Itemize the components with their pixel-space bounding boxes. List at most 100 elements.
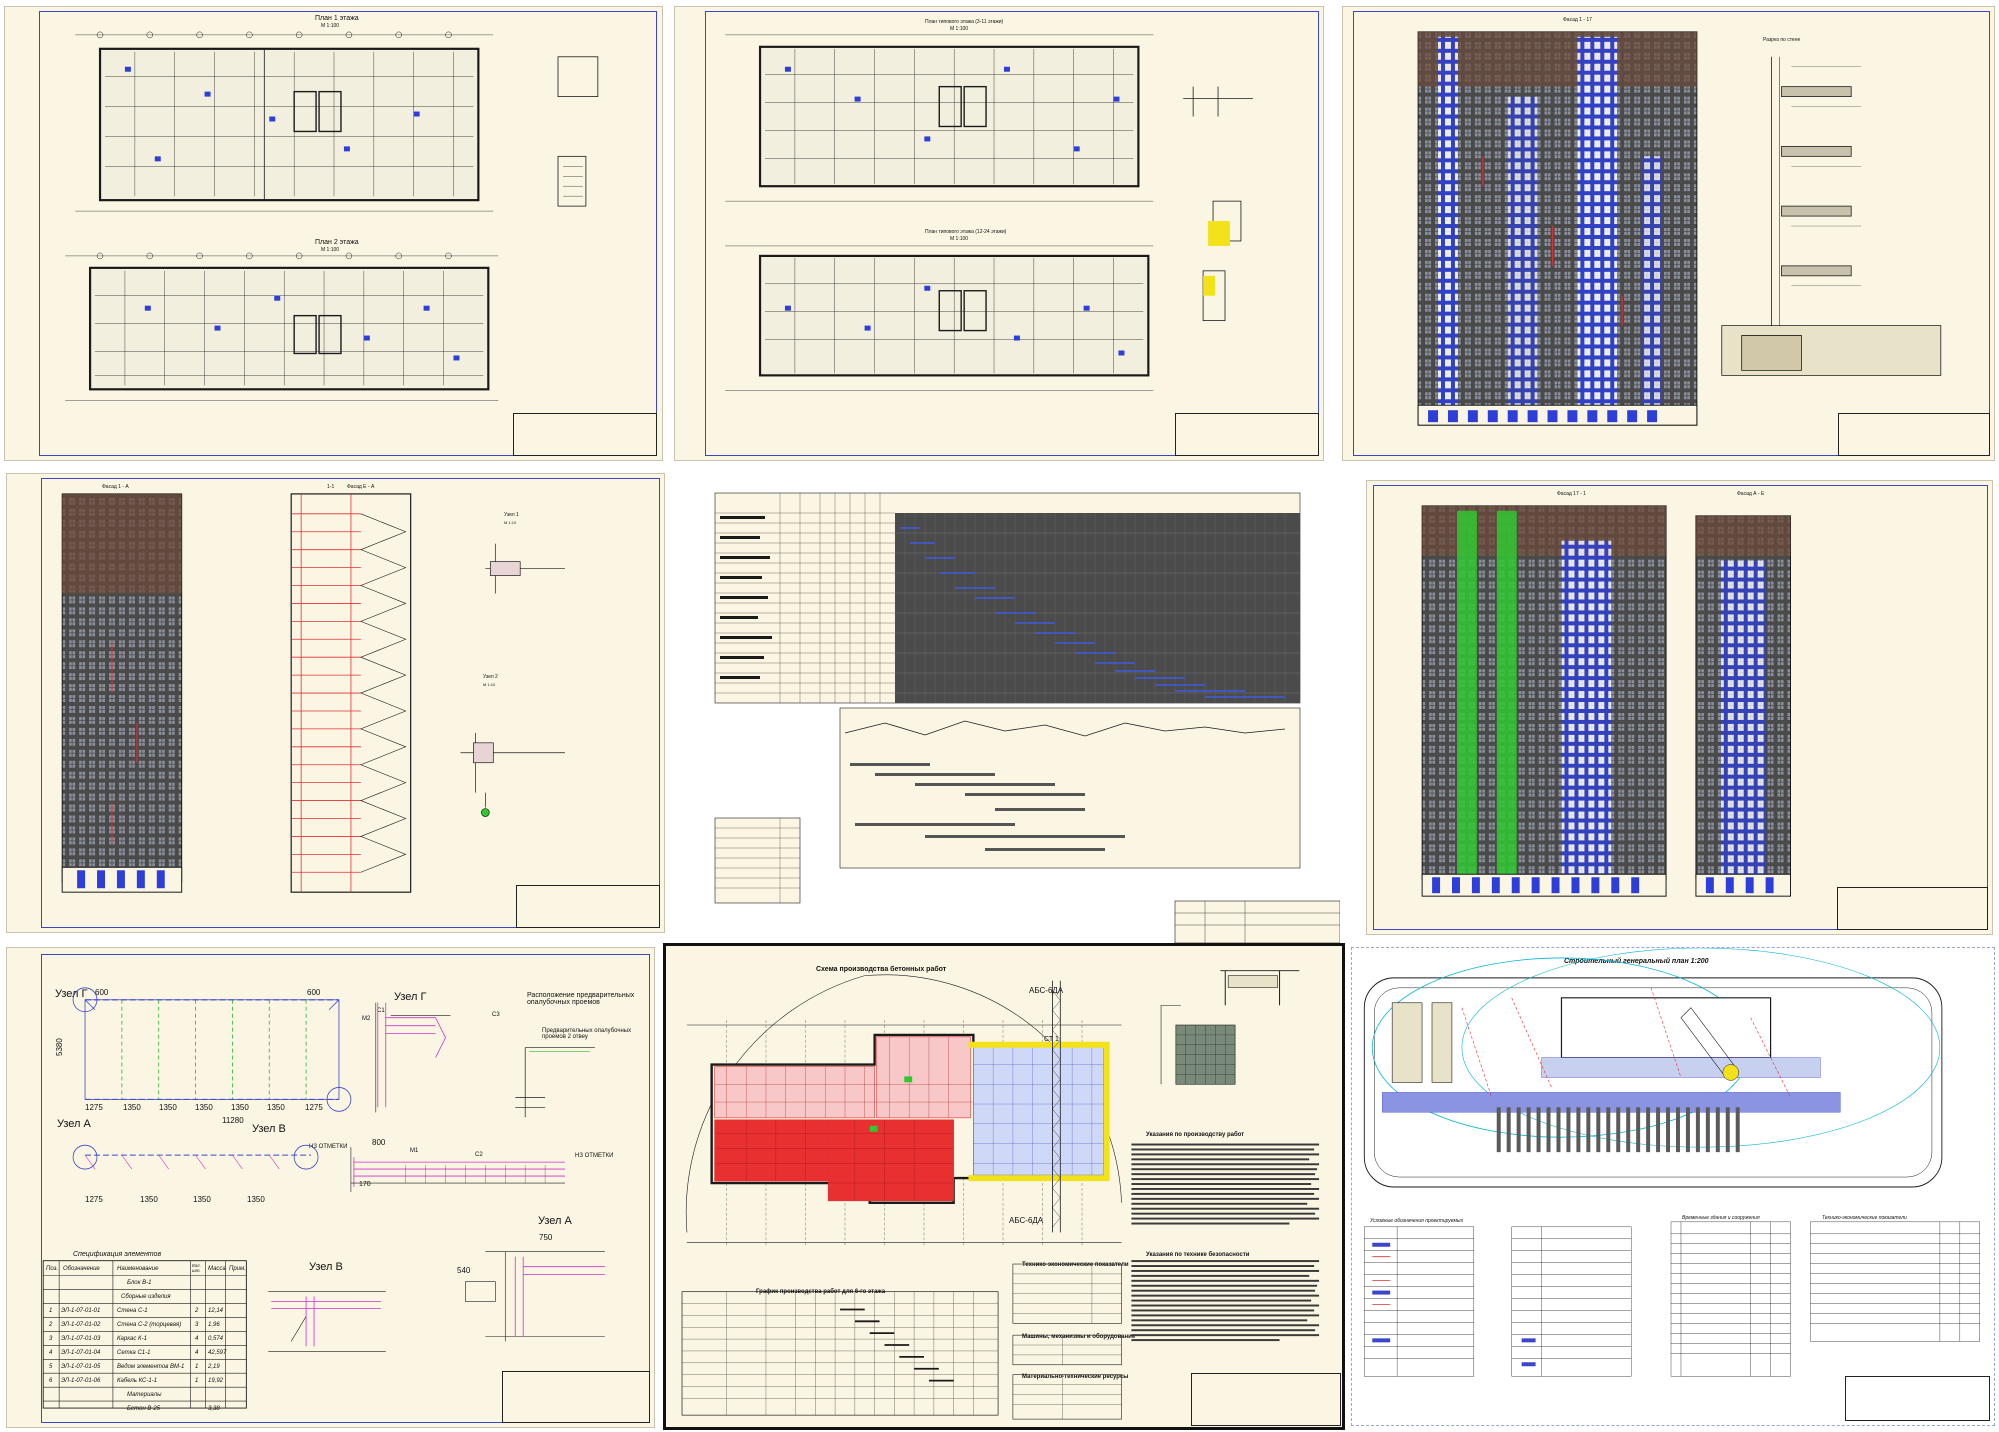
legend-1-title: Условные обозначения проектируемых bbox=[1370, 1218, 1464, 1224]
tag-otm-1: НЗ ОТМЕТКИ bbox=[309, 1144, 348, 1150]
sheet-stroygenplan[interactable]: Строительный генеральный план 1:200 Усло… bbox=[1351, 947, 1995, 1426]
spec-cell: 42,597 bbox=[208, 1350, 227, 1356]
tag-c3: С3 bbox=[492, 1012, 500, 1018]
spec-cell: Кабель КС-1-1 bbox=[117, 1378, 158, 1384]
facade-title: Фасад 1 - 17 bbox=[1563, 17, 1592, 23]
sheet-facades-17-1[interactable]: Фасад 17 - 1 Фасад А - Е bbox=[1366, 480, 1993, 935]
spec-cell: Ведом элементов ВМ-1 bbox=[117, 1364, 185, 1370]
sheet-floor-plans-1-2[interactable]: План 1 этажа М 1:100 План 2 этажа М 1:10… bbox=[4, 6, 663, 461]
materials-title: Материально-технические ресурсы bbox=[1022, 1374, 1129, 1380]
title-block-stamp bbox=[513, 413, 657, 456]
spec-header-row: Поз. Обозначение Наименование Кол. шт. М… bbox=[43, 1262, 247, 1277]
spec-cell: 2 bbox=[49, 1322, 53, 1328]
spec-cell: ЭЛ-1-07-01-02 bbox=[61, 1322, 101, 1328]
spec-cell: ЭЛ-1-07-01-06 bbox=[61, 1378, 101, 1384]
dim-cell: 1350 bbox=[247, 1195, 265, 1204]
spec-header-cell: Кол. шт. bbox=[192, 1263, 201, 1273]
spec-cell: ЭЛ-1-07-01-01 bbox=[61, 1308, 101, 1314]
spec-cell: 3 bbox=[195, 1322, 199, 1328]
gantt-schedule-drawing bbox=[714, 492, 1340, 943]
dims-row: 1275 1350 1350 1350 1350 1350 1275 bbox=[85, 1103, 335, 1113]
dim-cell: 1350 bbox=[231, 1103, 249, 1112]
sheet-facade-1-17[interactable]: Фасад 1 - 17 Разрез по стене bbox=[1342, 6, 1995, 461]
dim-170: 170 bbox=[359, 1181, 371, 1188]
spec-header-cell: Масса bbox=[208, 1266, 226, 1272]
sheet-construction-schedule[interactable] bbox=[685, 473, 1340, 943]
tag-c1: С1 bbox=[377, 1008, 385, 1014]
dim-total: 11280 bbox=[222, 1116, 244, 1125]
plan1-scale: М 1:100 bbox=[950, 26, 969, 32]
formwork-note-sub: Предварительных опалубочных проемов 2 от… bbox=[542, 1028, 632, 1040]
spec-cell: 1 bbox=[49, 1308, 53, 1314]
title-block-stamp bbox=[502, 1371, 650, 1423]
site-title: Схема производства бетонных работ bbox=[816, 966, 947, 973]
spec-cell: 19,92 bbox=[208, 1378, 224, 1384]
legend-3-title: Временные здания и сооружения bbox=[1682, 1215, 1760, 1221]
plan1-title: План типового этажа (3-11 этажи) bbox=[925, 19, 1004, 25]
spec-cell: 1 bbox=[195, 1378, 199, 1384]
dim-600-right: 600 bbox=[307, 988, 321, 997]
spec-cell: 3,38 bbox=[208, 1406, 220, 1412]
spec-title: Спецификация элементов bbox=[73, 1251, 162, 1258]
facade-right-title: Фасад А - Е bbox=[1737, 491, 1765, 497]
tag-m1: М1 bbox=[410, 1148, 419, 1154]
dim-cell: 1350 bbox=[193, 1195, 211, 1204]
spec-cell: ЭЛ-1-07-01-05 bbox=[61, 1364, 101, 1370]
section-title: 1-1 bbox=[327, 484, 335, 490]
crane-tag-top: АБС-6ДА bbox=[1029, 986, 1064, 995]
node1-title: Узел 1 bbox=[504, 512, 519, 518]
sheet-frame bbox=[1353, 11, 1990, 456]
sheet-nodes-specification[interactable]: Узел Г Узел Г Узел А Узел В Узел В Узел … bbox=[6, 947, 655, 1428]
spec-cell: 12,14 bbox=[208, 1308, 224, 1314]
sheet-frame bbox=[39, 11, 657, 456]
facades-17-1-drawing bbox=[1421, 505, 1792, 897]
genplan-title: Строительный генеральный план 1:200 bbox=[1564, 958, 1709, 965]
spec-cell: 3 bbox=[49, 1336, 53, 1342]
title-block-stamp bbox=[1175, 413, 1319, 456]
title-block-stamp bbox=[1838, 413, 1990, 456]
facade-1-17-drawing bbox=[1417, 31, 1942, 426]
plan2-title: План 2 этажа bbox=[315, 239, 359, 246]
formwork-note-title: Расположение предварительных опалубочных… bbox=[527, 992, 635, 1006]
sheet-typical-plans[interactable]: План типового этажа (3-11 этажи) М 1:100… bbox=[674, 6, 1324, 461]
spec-header-cell: Поз. bbox=[46, 1266, 59, 1272]
node-a-left-title: Узел А bbox=[57, 1118, 91, 1130]
spec-cell: Сборные изделия bbox=[121, 1294, 171, 1300]
spec-cell: 4 bbox=[195, 1350, 199, 1356]
plan1-title: План 1 этажа bbox=[315, 15, 359, 22]
sheet-facade-section[interactable]: Фасад 1 - А 1-1 Фасад Е - А Узел 1 М 1:1… bbox=[6, 473, 665, 933]
plan2-scale: М 1:100 bbox=[950, 236, 969, 242]
sheet-frame bbox=[41, 954, 650, 1423]
node1-scale: М 1:10 bbox=[504, 520, 517, 525]
spec-cell: 4 bbox=[195, 1336, 199, 1342]
dim-800: 800 bbox=[372, 1138, 386, 1147]
spec-cell: Стена С-1 bbox=[117, 1308, 148, 1314]
table-row: Сборные изделия bbox=[43, 1291, 247, 1305]
concrete-works-drawing bbox=[681, 970, 1320, 1420]
spec-cell: Сетка С1-1 bbox=[117, 1350, 151, 1356]
sheet-concrete-works[interactable]: Схема производства бетонных работ АБС-6Д… bbox=[663, 943, 1345, 1430]
tag-c2: С2 bbox=[475, 1152, 483, 1158]
dim-cell: 1350 bbox=[267, 1103, 285, 1112]
dim-cell: 1275 bbox=[85, 1103, 103, 1112]
dim-cell: 1275 bbox=[85, 1195, 103, 1204]
dim-cell: 1350 bbox=[159, 1103, 177, 1112]
equip-title: Машины, механизмы и оборудование bbox=[1022, 1334, 1136, 1340]
dim-600-left: 600 bbox=[95, 988, 109, 997]
sheet-frame bbox=[41, 478, 660, 928]
dim-cell: 1350 bbox=[140, 1195, 158, 1204]
spec-cell: Каркас К-1 bbox=[117, 1336, 147, 1342]
legend-4-title: Технико-экономические показатели bbox=[1822, 1215, 1907, 1221]
title-block-stamp bbox=[1191, 1373, 1341, 1426]
dim-cell: 1275 bbox=[305, 1103, 323, 1112]
dim-750: 750 bbox=[539, 1233, 553, 1242]
dim-cell: 1350 bbox=[195, 1103, 213, 1112]
spec-header-cell: Прим. bbox=[229, 1266, 246, 1272]
